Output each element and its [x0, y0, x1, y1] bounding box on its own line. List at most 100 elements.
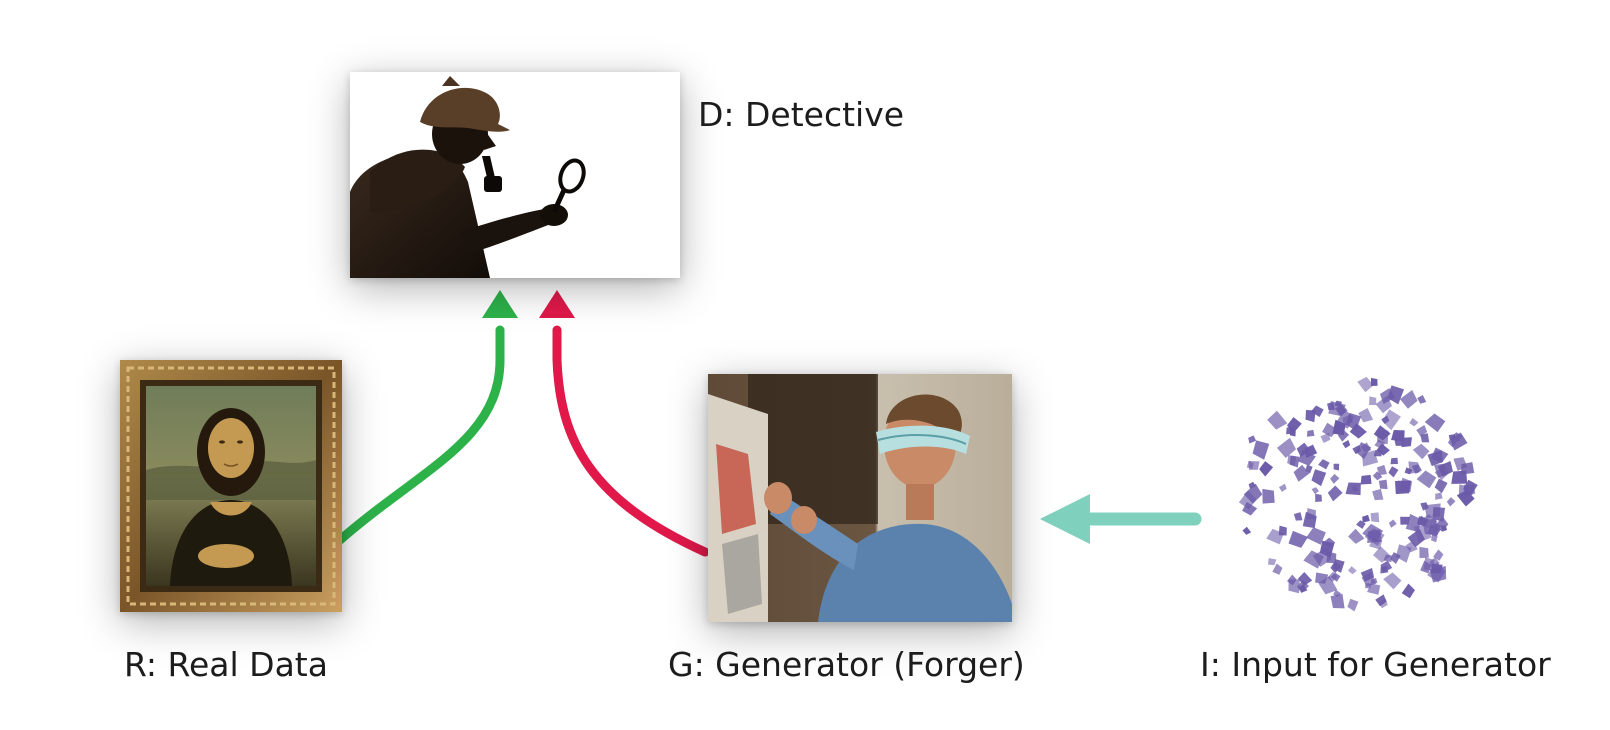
noise-particle — [1267, 558, 1277, 566]
noise-particle — [1429, 566, 1447, 583]
noise-particle — [1330, 473, 1340, 484]
noise-particle — [1372, 488, 1384, 501]
noise-particle — [1288, 530, 1309, 548]
noise-particle — [1435, 492, 1443, 500]
detective-silhouette-icon — [350, 76, 586, 278]
noise-particle — [1450, 432, 1468, 451]
noise-particle — [1369, 538, 1383, 550]
random-noise-cloud-icon — [1238, 376, 1478, 612]
noise-particle — [1416, 424, 1428, 437]
noise-particle — [1337, 429, 1350, 442]
noise-particle — [1305, 410, 1316, 423]
noise-particle — [1383, 554, 1393, 563]
noise-particle — [1318, 576, 1338, 595]
noise-particle — [1412, 443, 1430, 460]
noise-particle — [1326, 551, 1337, 564]
noise-particle — [1446, 497, 1456, 507]
noise-particle — [1416, 470, 1437, 489]
noise-particle — [1342, 439, 1351, 449]
noise-particle — [1388, 519, 1397, 528]
noise-particle — [1311, 487, 1319, 495]
noise-particle — [1243, 483, 1263, 504]
noise-particle — [1451, 470, 1468, 484]
noise-particle — [1405, 540, 1418, 553]
noise-particle — [1304, 444, 1318, 458]
noise-particle — [1376, 464, 1388, 475]
noise-particle — [1375, 395, 1393, 414]
noise-particle — [1413, 524, 1432, 543]
noise-particle — [1259, 461, 1274, 477]
noise-particle — [1242, 526, 1252, 535]
noise-particle — [1297, 580, 1310, 594]
noise-particle — [1362, 514, 1370, 523]
noise-particle — [1382, 409, 1401, 431]
noise-particle — [1372, 471, 1383, 481]
noise-particle — [1434, 478, 1448, 494]
noise-particle — [1390, 457, 1399, 465]
noise-particle — [1348, 528, 1365, 544]
noise-particle — [1420, 433, 1430, 443]
noise-particle — [1296, 442, 1311, 458]
noise-particle — [1357, 376, 1374, 393]
noise-particle — [1378, 598, 1388, 609]
noise-particle — [1400, 516, 1410, 525]
noise-particle — [1342, 414, 1354, 426]
noise-particle — [1347, 598, 1359, 612]
noise-particle — [1355, 441, 1372, 460]
noise-particle — [1351, 484, 1359, 492]
noise-particle — [1424, 413, 1446, 433]
noise-particle — [1453, 457, 1468, 471]
noise-particle — [1356, 520, 1366, 529]
noise-particle — [1378, 479, 1388, 490]
noise-particle — [1330, 572, 1341, 582]
noise-particle — [1361, 450, 1379, 467]
noise-particle — [1347, 566, 1357, 575]
noise-particle — [1434, 467, 1448, 481]
noise-particle — [1419, 546, 1429, 559]
noise-particle — [1417, 394, 1427, 404]
generator-to-detective-arrow — [552, 325, 710, 557]
noise-particle — [1395, 544, 1412, 563]
noise-particle — [1433, 549, 1444, 561]
noise-particle — [1267, 410, 1288, 430]
noise-particle — [1293, 464, 1310, 482]
noise-particle — [1380, 560, 1393, 573]
noise-particle — [1272, 563, 1283, 575]
noise-particle — [1387, 385, 1405, 405]
noise-particle — [1401, 583, 1415, 599]
noise-particle — [1369, 396, 1377, 406]
noise-particle — [1395, 480, 1412, 495]
detective-label: D: Detective — [698, 95, 905, 134]
noise-particle — [1463, 479, 1478, 496]
input-label: I: Input for Generator — [1200, 645, 1551, 684]
noise-particle — [1248, 435, 1257, 444]
noise-particle — [1323, 537, 1336, 549]
generator-label: G: Generator (Forger) — [668, 645, 1025, 684]
noise-particle — [1388, 466, 1399, 478]
noise-particle — [1370, 512, 1380, 523]
noise-particle — [1399, 390, 1418, 409]
noise-particle — [1383, 572, 1402, 590]
noise-particle — [1424, 503, 1441, 519]
noise-particle — [1336, 405, 1346, 416]
noise-particle — [1315, 493, 1322, 502]
noise-particle — [1246, 460, 1254, 469]
noise-particle — [1349, 423, 1367, 439]
real-data-image — [120, 360, 342, 612]
noise-particle — [1330, 561, 1341, 574]
generator-to-detective-arrowhead — [539, 290, 575, 318]
noise-particle — [1266, 528, 1284, 545]
noise-particle — [1409, 418, 1419, 427]
noise-particle — [1330, 593, 1345, 609]
noise-particle — [1306, 508, 1316, 520]
noise-particle — [1286, 417, 1302, 434]
noise-particle — [1394, 436, 1404, 446]
noise-particle — [1303, 550, 1324, 569]
noise-particle — [1287, 574, 1297, 586]
noise-particle — [1297, 450, 1316, 466]
input-image — [1220, 368, 1490, 616]
noise-particle — [1430, 447, 1449, 463]
noise-particle — [1327, 485, 1343, 502]
